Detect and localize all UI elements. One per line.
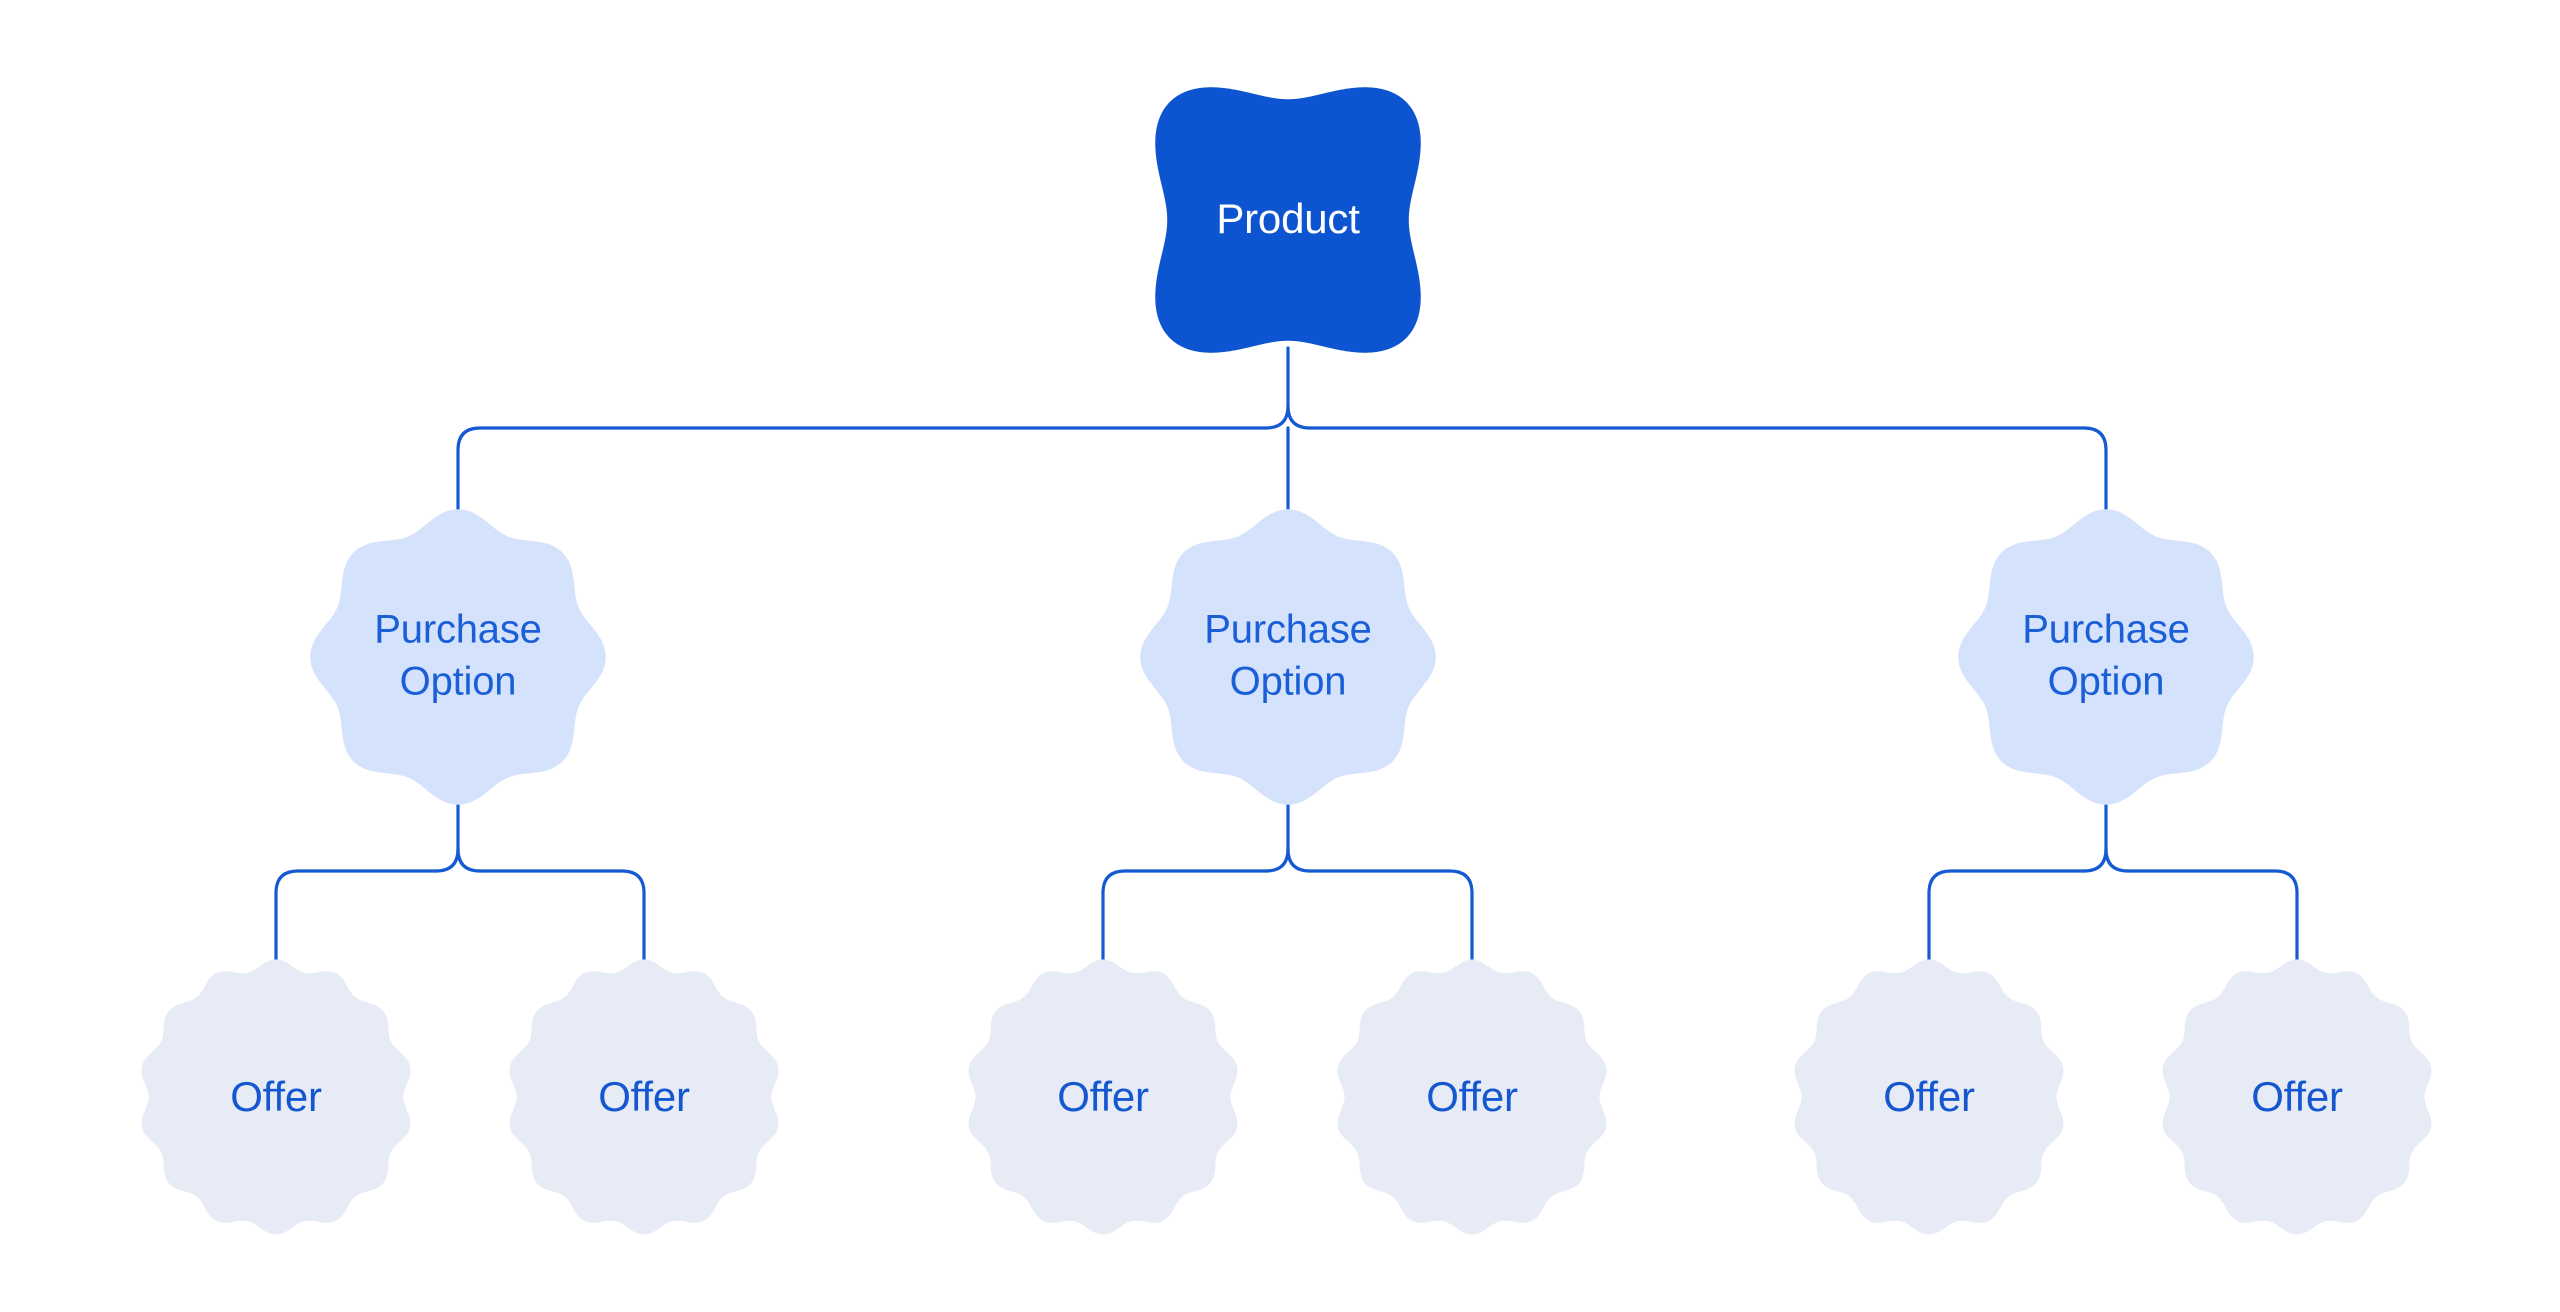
- node-purchase-option-3[interactable]: Purchase Option: [1958, 509, 2254, 805]
- connector-po1-junction-left: [434, 847, 460, 873]
- node-offer-3[interactable]: Offer: [968, 959, 1238, 1235]
- offer-node-group: Offer Offer Offer Offer Offer Offer: [141, 959, 2432, 1235]
- offer-label: Offer: [598, 1073, 690, 1120]
- node-offer-4[interactable]: Offer: [1337, 959, 1607, 1235]
- purchase-option-node-group: Purchase Option Purchase Option Purchase…: [310, 509, 2254, 805]
- connector-product-bus-junction: [1286, 404, 1312, 430]
- connector-po3-junction-right: [2104, 847, 2130, 873]
- purchase-option-label-line2: Option: [400, 660, 517, 704]
- offer-label: Offer: [1057, 1073, 1149, 1120]
- connector-product-bus-junction-left: [1264, 404, 1290, 430]
- connector-group-level2-branch1: [274, 798, 646, 967]
- connector-po1-to-offer1: [274, 869, 438, 967]
- connector-group-level2-branch2: [1101, 798, 1474, 967]
- offer-blob-shape: [2162, 959, 2432, 1235]
- connector-po3-to-offer5: [1927, 869, 2086, 967]
- connector-group-level1: [456, 346, 2108, 522]
- connector-product-to-po3: [1308, 426, 2108, 522]
- offer-label: Offer: [2251, 1073, 2343, 1120]
- node-product[interactable]: Product: [1155, 87, 1421, 353]
- offer-blob-shape: [509, 959, 779, 1235]
- connector-group-level2-branch3: [1927, 798, 2299, 967]
- product-label: Product: [1216, 195, 1360, 242]
- connector-po3-to-offer6: [2126, 869, 2299, 967]
- purchase-option-label-line1: Purchase: [1204, 608, 1371, 652]
- purchase-option-blob-shape: [1958, 509, 2254, 805]
- node-offer-6[interactable]: Offer: [2162, 959, 2432, 1235]
- node-purchase-option-1[interactable]: Purchase Option: [310, 509, 606, 805]
- connector-po2-junction-left: [1264, 847, 1290, 873]
- connector-po3-junction-left: [2082, 847, 2108, 873]
- offer-label: Offer: [230, 1073, 322, 1120]
- offer-label: Offer: [1426, 1073, 1518, 1120]
- offer-blob-shape: [968, 959, 1238, 1235]
- purchase-option-blob-shape: [310, 509, 606, 805]
- connector-po1-to-offer2: [478, 869, 646, 967]
- node-purchase-option-2[interactable]: Purchase Option: [1140, 509, 1436, 805]
- purchase-option-label-line1: Purchase: [2022, 608, 2189, 652]
- purchase-option-label-line2: Option: [1230, 660, 1347, 704]
- node-offer-2[interactable]: Offer: [509, 959, 779, 1235]
- connector-po2-to-offer4: [1308, 869, 1474, 967]
- connector-po2-to-offer3: [1101, 869, 1268, 967]
- node-offer-1[interactable]: Offer: [141, 959, 411, 1235]
- product-blob-shape: [1155, 87, 1421, 353]
- purchase-option-label-line2: Option: [2048, 660, 2165, 704]
- purchase-option-blob-shape: [1140, 509, 1436, 805]
- purchase-option-label-line1: Purchase: [374, 608, 541, 652]
- offer-blob-shape: [1337, 959, 1607, 1235]
- node-offer-5[interactable]: Offer: [1794, 959, 2064, 1235]
- connector-product-to-po1: [456, 426, 1268, 522]
- offer-blob-shape: [1794, 959, 2064, 1235]
- connector-po2-junction-right: [1286, 847, 1312, 873]
- connector-po1-junction-right: [456, 847, 482, 873]
- offer-blob-shape: [141, 959, 411, 1235]
- offer-label: Offer: [1883, 1073, 1975, 1120]
